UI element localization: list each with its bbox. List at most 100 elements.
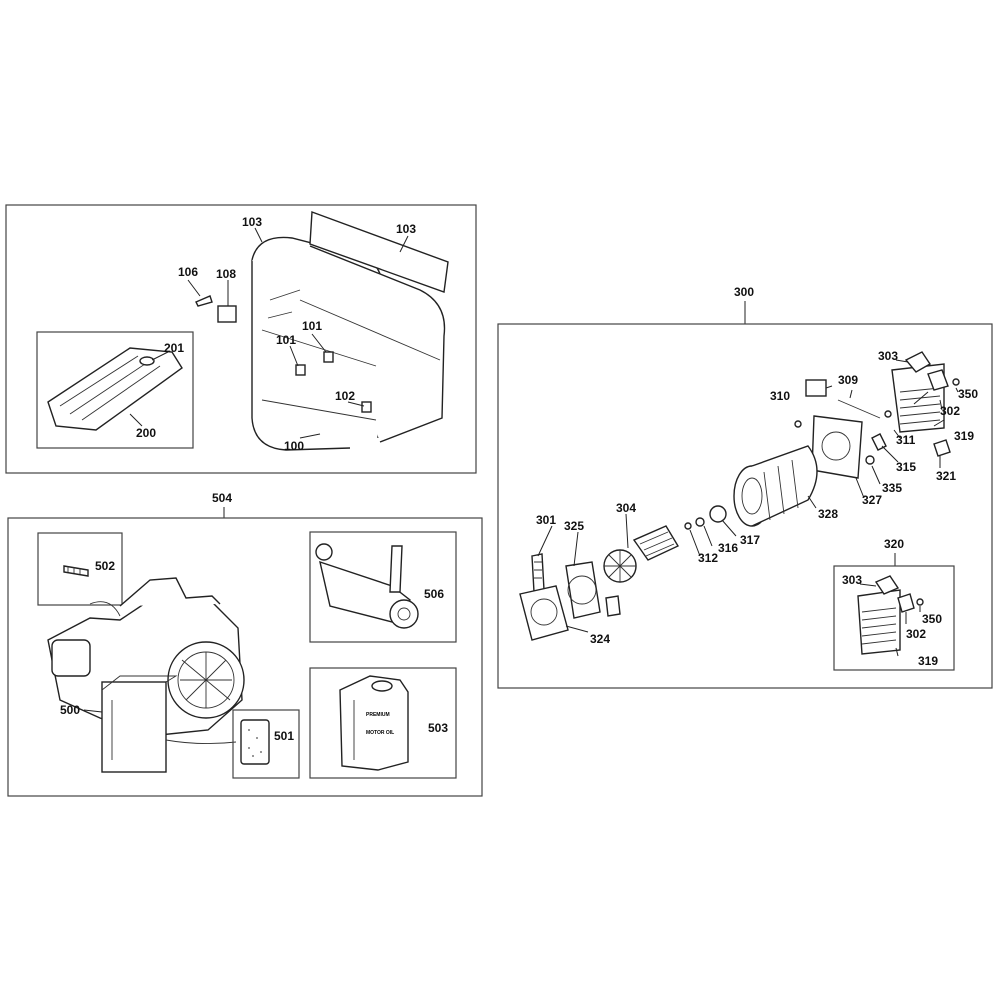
air-filter-part-501	[240, 719, 270, 765]
alternator-section: 300	[497, 285, 993, 689]
leader-500	[83, 709, 103, 713]
muffler-outlet-inner	[397, 607, 411, 621]
label-350-inset: 350	[922, 612, 942, 626]
bracket-301-slots	[534, 561, 542, 579]
engine-section-border	[7, 517, 483, 797]
label-103-left: 103	[242, 215, 262, 229]
engine-hose	[89, 601, 121, 617]
label-311: 311	[896, 433, 916, 447]
label-316: 316	[718, 541, 738, 555]
oil-bottle-brand-text: PREMIUM	[366, 712, 390, 718]
screw-part-350	[952, 378, 960, 386]
label-312: 312	[698, 551, 718, 565]
muffler-flange	[315, 543, 333, 561]
inset-panel-vents	[861, 607, 897, 645]
inset-screw-350	[916, 598, 924, 606]
bearing-part-317	[709, 505, 727, 523]
label-303: 303	[878, 349, 898, 363]
stator-windings	[763, 459, 799, 521]
knob-part-303	[904, 351, 931, 373]
label-501: 501	[274, 729, 294, 743]
knob-part-302	[927, 369, 949, 391]
inset-knob-303	[874, 575, 900, 595]
muffler-outlet	[389, 599, 419, 629]
brush-holder	[605, 595, 621, 617]
fuel-cap-part-201	[139, 356, 155, 366]
frame-part-100	[251, 236, 446, 451]
label-200: 200	[136, 426, 156, 440]
fuel-tank-inset	[36, 331, 194, 449]
label-102: 102	[335, 389, 355, 403]
rod-part-309	[837, 399, 881, 419]
inset-panel-cover-319	[857, 589, 901, 655]
gasket-bore	[530, 598, 558, 626]
screw-part-106	[195, 295, 213, 307]
label-503: 503	[428, 721, 448, 735]
frame-back-tube	[309, 245, 446, 443]
oil-bottle-inset-border	[309, 667, 457, 779]
air-filter-texture	[248, 729, 262, 757]
label-303-inset: 303	[842, 573, 862, 587]
muffler-bracket	[389, 545, 403, 593]
oil-bottle-part-503	[339, 675, 409, 771]
carburetor	[51, 639, 91, 677]
engine-part-500	[47, 577, 245, 773]
rotor-fan	[603, 549, 637, 583]
label-321: 321	[936, 469, 956, 483]
label-325: 325	[564, 519, 584, 533]
engine-section: 504 502 500 501	[7, 491, 483, 797]
air-filter-inset-border	[232, 709, 300, 779]
alternator-section-border	[497, 323, 993, 689]
oil-bottle-cap	[371, 680, 393, 692]
gasket-part-324	[519, 585, 569, 641]
washer-part-311	[884, 410, 892, 418]
engine-bracket-top	[119, 577, 221, 607]
clip-part-321	[933, 439, 951, 457]
switch-part-310	[805, 379, 827, 397]
label-302: 302	[940, 404, 960, 418]
spark-plug-threads	[67, 566, 81, 574]
label-319: 319	[954, 429, 974, 443]
mount-part-101-left	[295, 364, 306, 376]
inset-320-border	[833, 565, 955, 671]
recoil-starter-grill	[180, 652, 232, 708]
bracket-part-108	[217, 305, 237, 323]
rotor-fan-blades	[604, 550, 636, 582]
frame-leader-lines	[129, 227, 409, 439]
label-201: 201	[164, 341, 184, 355]
label-101-right: 101	[302, 319, 322, 333]
label-317: 317	[740, 533, 760, 547]
label-335: 335	[882, 481, 902, 495]
end-housing-part-327	[811, 415, 863, 479]
muffler-inset-border	[309, 531, 457, 643]
label-301: 301	[536, 513, 556, 527]
inset-knob-302	[897, 593, 915, 613]
stator-part-328	[751, 445, 818, 527]
label-504: 504	[212, 491, 232, 505]
label-319-inset: 319	[918, 654, 938, 668]
frame-section-border	[5, 204, 477, 474]
label-100: 100	[284, 439, 304, 453]
nut-part-335	[865, 455, 875, 465]
fuel-tank-inset-border	[36, 331, 194, 449]
washer-part-312	[684, 522, 692, 530]
label-502: 502	[95, 559, 115, 573]
label-500: 500	[60, 703, 80, 717]
label-327: 327	[862, 493, 882, 507]
end-housing-bore	[821, 431, 851, 461]
ring-part-316	[695, 517, 705, 527]
label-300: 300	[734, 285, 754, 299]
stator-bore	[741, 477, 763, 515]
oil-bottle-name-text: MOTOR OIL	[366, 730, 394, 736]
label-350: 350	[958, 387, 978, 401]
adapter-part-325	[565, 561, 601, 619]
frame-brackets	[267, 289, 301, 319]
label-309: 309	[838, 373, 858, 387]
panel-cover-vents	[899, 387, 941, 425]
rotor-windings	[639, 531, 675, 557]
bolt-near-housing	[794, 420, 802, 428]
label-315: 315	[896, 460, 916, 474]
adapter-bore	[567, 575, 597, 605]
frame-section: 103 103 106 108 101 101 102 100 201 200	[5, 204, 477, 474]
